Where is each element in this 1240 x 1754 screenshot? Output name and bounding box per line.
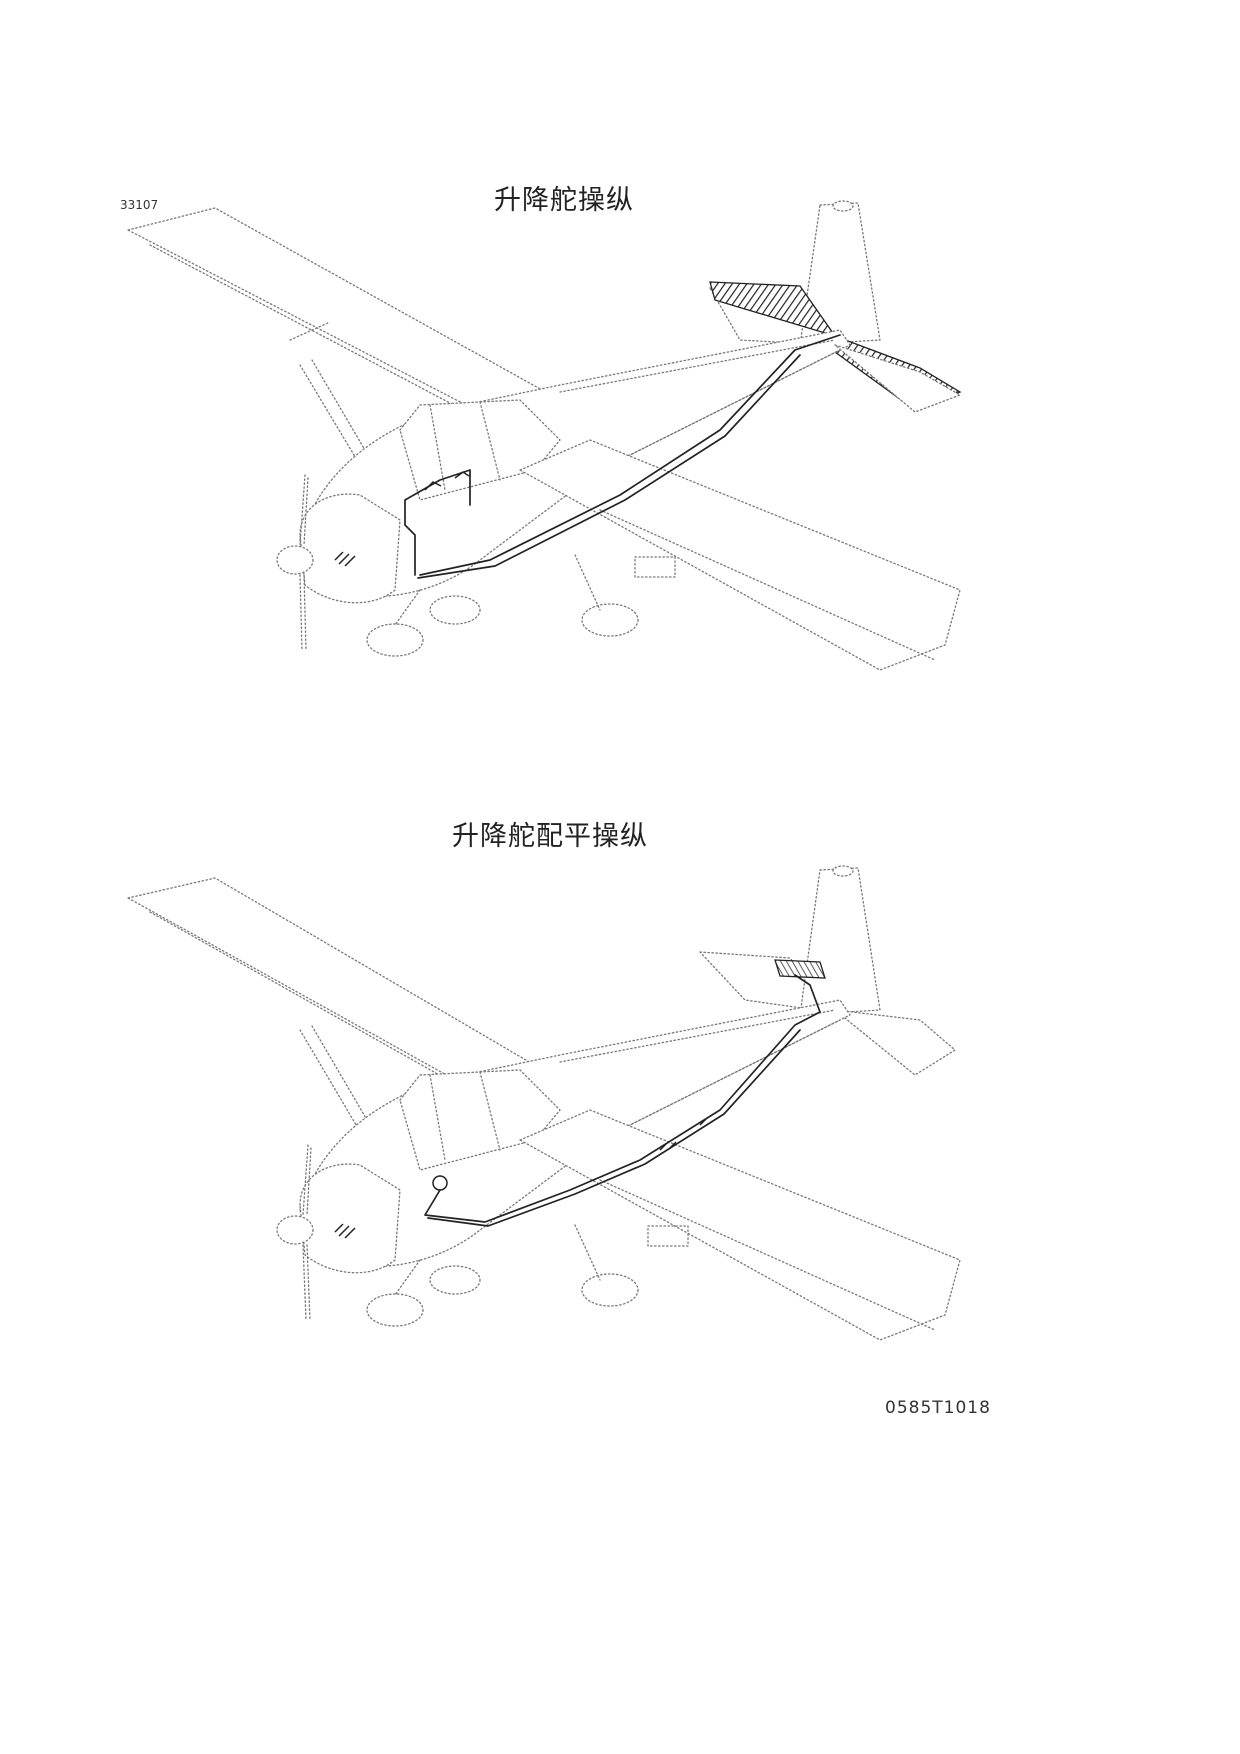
- main-wheel-right: [581, 603, 639, 637]
- figure-code-top: 33107: [120, 198, 159, 212]
- engine-cowling: [299, 1163, 401, 1274]
- elevator-trim-control-diagram: [127, 865, 961, 1341]
- propeller: [302, 1144, 312, 1321]
- trim-tab: [774, 959, 826, 979]
- left-wing-strut: [299, 1025, 378, 1141]
- main-wheel-left: [429, 595, 481, 625]
- diagram-title-elevator-trim-control: 升降舵配平操纵: [452, 821, 648, 852]
- elevator-trim-cable: [424, 974, 821, 1223]
- cabin: [399, 399, 561, 501]
- right-wing: [519, 1109, 961, 1341]
- nose-wheel: [366, 623, 424, 657]
- vertical-fin: [799, 867, 881, 1016]
- main-wheel-right: [581, 1273, 639, 1307]
- engine-cowling: [299, 493, 401, 604]
- elevator-control-cable: [404, 334, 841, 576]
- horizontal-stabilizer-right: [834, 344, 961, 413]
- propeller: [299, 474, 309, 651]
- elevator-control-diagram: [127, 200, 962, 671]
- nose-wheel: [366, 1293, 424, 1327]
- left-wing: [127, 207, 561, 421]
- spinner: [276, 1215, 314, 1245]
- spinner: [276, 545, 314, 575]
- right-wing: [519, 439, 961, 671]
- horizontal-stabilizer-right: [834, 1009, 956, 1076]
- left-wing-strut: [299, 359, 373, 466]
- diagram-title-elevator-control: 升降舵操纵: [494, 185, 634, 216]
- figure-code-bottom: 0585T1018: [885, 1398, 991, 1418]
- cabin: [399, 1069, 561, 1171]
- main-wheel-left: [429, 1265, 481, 1295]
